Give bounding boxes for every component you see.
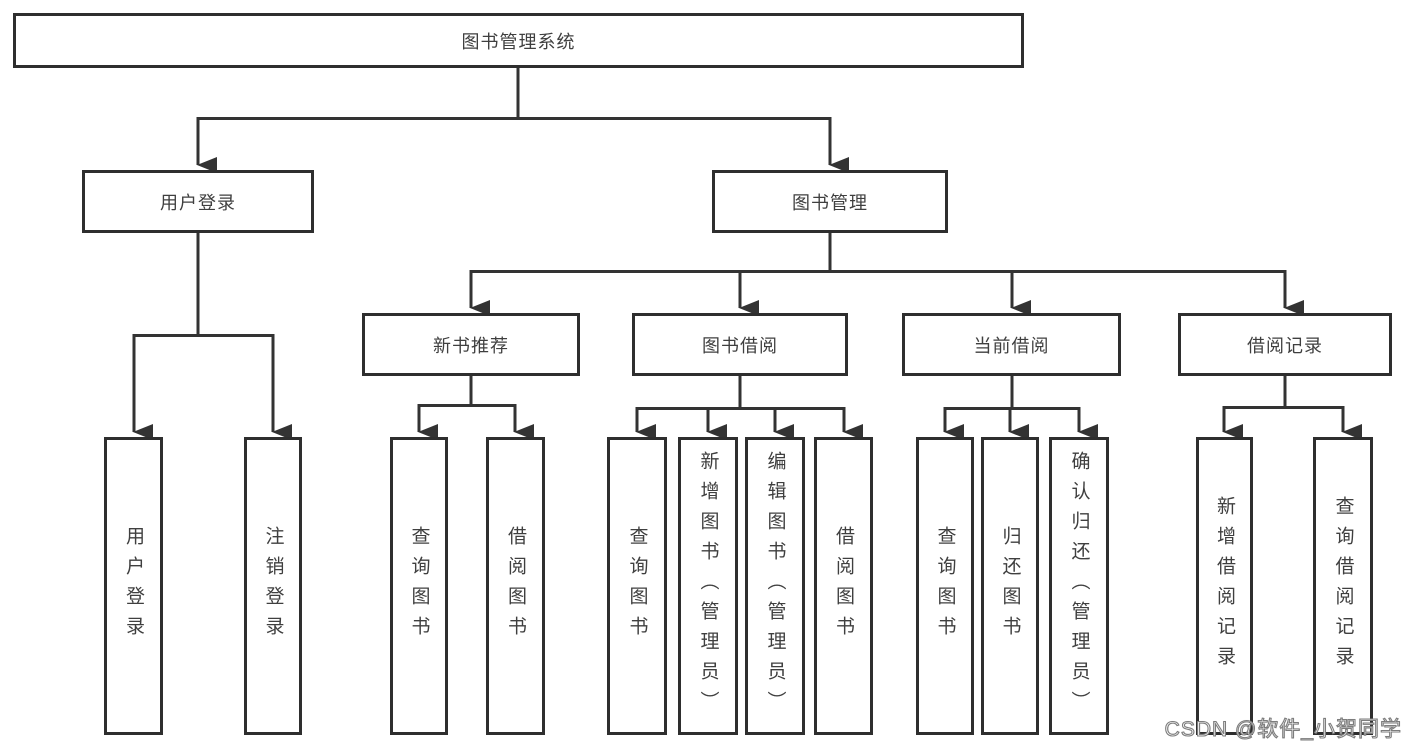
node-current-borrowing: 当前借阅: [902, 313, 1121, 376]
node-book-borrowing: 图书借阅: [632, 313, 848, 376]
node-label: 新书推荐: [433, 335, 509, 356]
node-label: 用户登录: [123, 526, 144, 646]
node-book-management: 图书管理: [712, 170, 948, 233]
node-label: 借阅图书: [833, 526, 854, 646]
leaf-borrow-books-1: 借阅图书: [486, 437, 545, 735]
node-label: 用户登录: [160, 192, 236, 213]
leaf-confirm-return-admin: 确认归还（管理员）: [1049, 437, 1109, 735]
node-label: 新增图书（管理员）: [697, 451, 719, 721]
leaf-return-books: 归还图书: [981, 437, 1039, 735]
node-label: 注销登录: [262, 526, 284, 646]
node-label: 查询借阅记录: [1332, 496, 1354, 676]
node-label: 借阅记录: [1247, 335, 1323, 356]
node-user-login: 用户登录: [82, 170, 314, 233]
leaf-logout: 注销登录: [244, 437, 302, 735]
node-label: 归还图书: [999, 526, 1021, 646]
node-borrowing-records: 借阅记录: [1178, 313, 1392, 376]
leaf-query-books-1: 查询图书: [390, 437, 448, 735]
node-label: 图书管理系统: [461, 31, 576, 52]
node-label: 当前借阅: [973, 335, 1050, 356]
node-root-library-management-system: 图书管理系统: [13, 13, 1024, 68]
leaf-user-login: 用户登录: [104, 437, 163, 735]
leaf-add-books-admin: 新增图书（管理员）: [678, 437, 738, 735]
leaf-query-borrow-record: 查询借阅记录: [1313, 437, 1373, 735]
leaf-edit-books-admin: 编辑图书（管理员）: [745, 437, 805, 735]
leaf-query-books-3: 查询图书: [916, 437, 974, 735]
node-label: 借阅图书: [505, 526, 526, 646]
node-label: 图书管理: [792, 192, 868, 213]
node-label: 新增借阅记录: [1214, 496, 1235, 676]
leaf-borrow-books-2: 借阅图书: [814, 437, 873, 735]
node-label: 确认归还（管理员）: [1068, 451, 1090, 721]
node-label: 查询图书: [626, 526, 648, 646]
leaf-add-borrow-record: 新增借阅记录: [1196, 437, 1253, 735]
node-label: 查询图书: [408, 526, 430, 646]
node-label: 图书借阅: [702, 335, 778, 356]
leaf-query-books-2: 查询图书: [607, 437, 667, 735]
node-new-book-recommendation: 新书推荐: [362, 313, 580, 376]
node-label: 查询图书: [934, 526, 956, 646]
node-label: 编辑图书（管理员）: [764, 451, 786, 721]
csdn-watermark: CSDN @软件_小贺同学: [1164, 717, 1402, 741]
